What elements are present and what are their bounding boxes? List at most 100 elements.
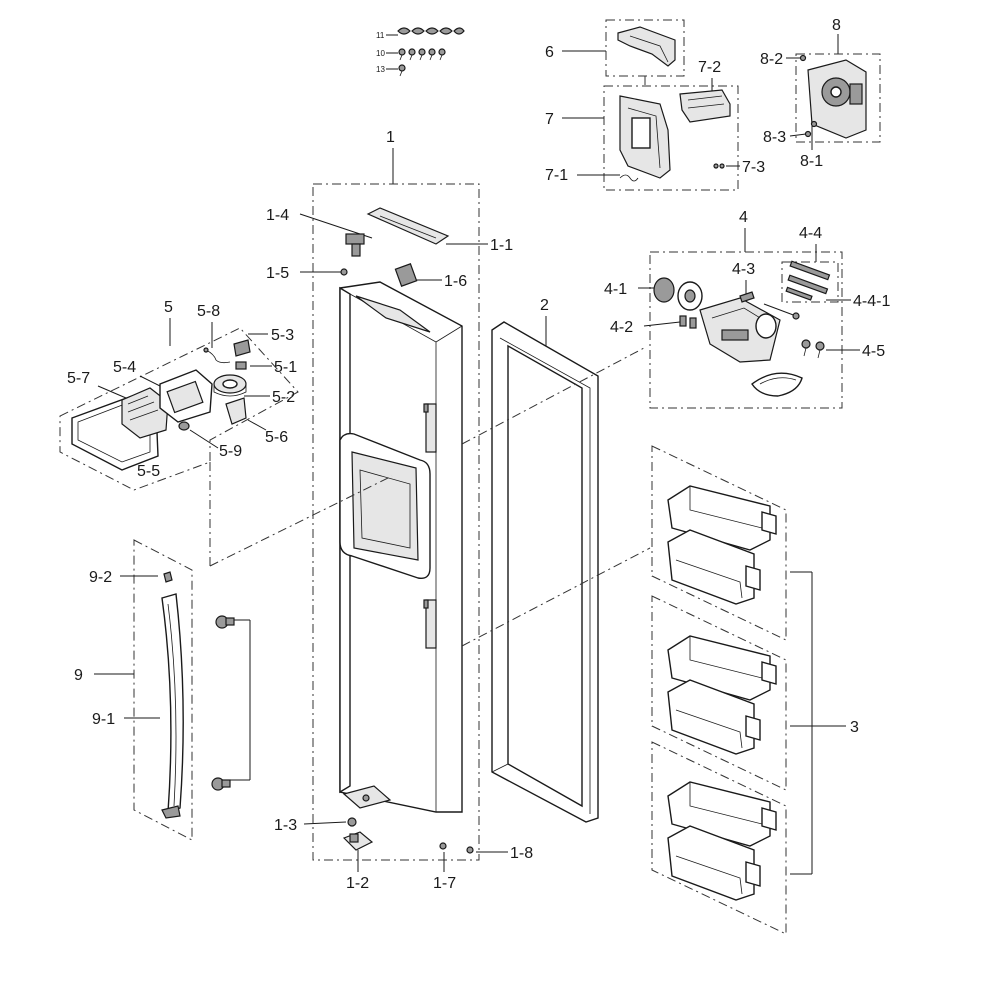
part-4-5-screws — [801, 339, 825, 359]
bin-lower-2 — [667, 679, 761, 755]
part-4-funnel — [751, 372, 803, 397]
label-5-8: 5-8 — [197, 303, 220, 320]
group-4: 4 4-4 4-4-1 4-1 4-3 4-2 4-5 — [604, 209, 890, 409]
label-9: 9 — [74, 667, 83, 684]
part-8-dispenser-motor — [807, 59, 867, 139]
part-1-7-screw — [439, 842, 447, 850]
bin-lower-3 — [667, 825, 761, 901]
part-5-2-switch — [213, 374, 247, 397]
label-1-8: 1-8 — [510, 845, 533, 862]
part-1-8-screw — [466, 846, 474, 854]
part-11-clips — [397, 27, 465, 35]
part-7-housing — [619, 95, 671, 179]
label-3: 3 — [850, 719, 859, 736]
part-5-1-clip — [235, 361, 247, 370]
label-4-2: 4-2 — [610, 319, 633, 336]
part-5-6-lever — [225, 397, 247, 425]
part-1-4-hinge-cap — [345, 233, 365, 257]
part-4-2-clips — [679, 315, 697, 329]
label-8: 8 — [832, 17, 841, 34]
label-1-3: 1-3 — [274, 817, 297, 834]
bin-lower-1 — [667, 529, 761, 605]
part-1-1-top-cover — [366, 207, 450, 245]
label-5-3: 5-3 — [271, 327, 294, 344]
label-5-5: 5-5 — [137, 463, 160, 480]
bin-set-1-frame — [651, 445, 787, 641]
label-1-5: 1-5 — [266, 265, 289, 282]
part-7-1-wire — [619, 174, 639, 182]
bin-set-2-frame — [651, 595, 787, 791]
label-7: 7 — [545, 111, 554, 128]
label-4-4: 4-4 — [799, 225, 822, 242]
part-10-screws — [398, 48, 446, 61]
label-5-9: 5-9 — [219, 443, 242, 460]
label-5-7: 5-7 — [67, 370, 90, 387]
label-5-1: 5-1 — [274, 359, 297, 376]
label-4-1: 4-1 — [604, 281, 627, 298]
label-1-7: 1-7 — [433, 875, 456, 892]
part-1-2-hinge-bracket — [342, 831, 374, 851]
part-2-door-gasket — [491, 321, 599, 823]
label-4-3: 4-3 — [732, 261, 755, 278]
label-9-1: 9-1 — [92, 711, 115, 728]
part-1-bottom-hinge — [342, 785, 392, 809]
group-6: 6 — [545, 19, 685, 77]
group-8: 8 8-2 8-3 8-1 — [760, 17, 881, 170]
label-8-3: 8-3 — [763, 129, 786, 146]
part-7-2-bracket — [679, 89, 731, 123]
label-1-2: 1-2 — [346, 875, 369, 892]
part-1-3-bushing — [347, 817, 357, 827]
part-6-cover — [617, 26, 676, 67]
label-1-4: 1-4 — [266, 207, 289, 224]
part-4-3-screw — [739, 291, 755, 303]
label-1: 1 — [386, 129, 395, 146]
label-4-5: 4-5 — [862, 343, 885, 360]
group-1: 1 1-4 1-1 1-5 1-6 — [266, 129, 533, 892]
part-5-4-frame — [159, 369, 213, 423]
label-5-2: 5-2 — [272, 389, 295, 406]
label-13: 13 — [376, 65, 385, 74]
label-9-2: 9-2 — [89, 569, 112, 586]
part-7-3-clips — [713, 163, 725, 169]
part-4-4-1-rods — [785, 260, 831, 301]
part-4-ice-chute-assembly — [699, 297, 781, 363]
label-10: 10 — [376, 49, 385, 58]
label-4-4-1: 4-4-1 — [853, 293, 890, 310]
part-5-8-wire — [203, 347, 231, 364]
part-5-7-control-board — [121, 387, 169, 439]
part-1-5-screw — [340, 268, 348, 276]
label-5-6: 5-6 — [265, 429, 288, 446]
part-13-screw — [398, 64, 406, 77]
part-9-mount-screws — [211, 615, 251, 791]
screw-kit: 11 10 13 — [376, 27, 465, 77]
group-5: 5 5-8 5-3 5-1 5-4 5-7 5-2 5-6 5-9 5-5 — [59, 299, 299, 491]
leader-5-to-door — [209, 475, 393, 567]
part-1-door-body — [339, 281, 463, 813]
leader-door-to-4 — [461, 347, 645, 445]
part-5-9-spring — [178, 421, 190, 431]
part-9-2-cap — [163, 571, 173, 583]
group-9: 9-2 9 9-1 — [74, 539, 251, 841]
label-2: 2 — [540, 297, 549, 314]
leader-door-to-3 — [461, 547, 651, 647]
part-9-1-handle-bar — [161, 593, 184, 819]
label-7-2: 7-2 — [698, 59, 721, 76]
label-11: 11 — [376, 31, 385, 40]
label-6: 6 — [545, 44, 554, 61]
label-1-6: 1-6 — [444, 273, 467, 290]
bin-set-3-frame — [651, 741, 787, 935]
label-1-1: 1-1 — [490, 237, 513, 254]
label-4: 4 — [739, 209, 748, 226]
label-7-3: 7-3 — [742, 159, 765, 176]
part-5-3-bracket — [233, 339, 251, 357]
label-5-4: 5-4 — [113, 359, 136, 376]
group-3: 3 — [651, 445, 859, 935]
part-1-6-connector — [394, 263, 418, 287]
label-8-1: 8-1 — [800, 153, 823, 170]
label-5: 5 — [164, 299, 173, 316]
label-7-1: 7-1 — [545, 167, 568, 184]
group-2: 2 — [491, 297, 599, 823]
part-4-1-motor — [653, 277, 703, 311]
group-7: 7 7-2 7-1 7-3 — [545, 59, 765, 191]
